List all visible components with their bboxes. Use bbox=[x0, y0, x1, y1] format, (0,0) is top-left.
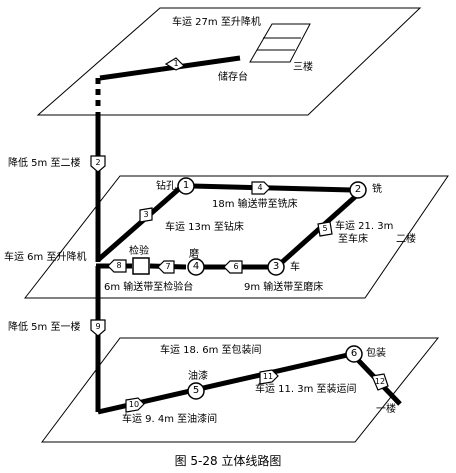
transport-12-arrow bbox=[371, 373, 389, 391]
operation-3 bbox=[267, 258, 285, 276]
label-pack: 包装 bbox=[366, 348, 386, 359]
path-drill-mill bbox=[191, 183, 353, 193]
transport-10-arrow bbox=[125, 397, 145, 413]
label-drill-hole: 钻孔 bbox=[156, 181, 176, 192]
label-mill: 铣 bbox=[372, 184, 382, 195]
transport-5-number: 5 bbox=[322, 224, 328, 233]
transport-9-number: 9 bbox=[95, 322, 101, 331]
transport-2-arrow bbox=[90, 155, 106, 173]
operation-5 bbox=[187, 382, 205, 400]
path-to-drill bbox=[96, 186, 182, 262]
path-mill-lathe bbox=[278, 194, 358, 266]
floor-label-third: 三楼 bbox=[293, 62, 313, 73]
transport-6-arrow bbox=[223, 260, 243, 274]
transport-6-number: 6 bbox=[233, 262, 239, 271]
second-floor-plane bbox=[23, 175, 449, 299]
transport-10-number: 10 bbox=[128, 400, 140, 409]
transport-11-number: 11 bbox=[262, 372, 274, 381]
operation-6-number: 6 bbox=[350, 348, 358, 359]
transport-9-arrow bbox=[90, 319, 106, 337]
transport-3-number: 3 bbox=[143, 210, 149, 219]
operation-1-number: 1 bbox=[182, 180, 190, 191]
label-storage: 储存台 bbox=[218, 72, 248, 83]
operation-4-number: 4 bbox=[192, 261, 200, 272]
operation-6 bbox=[345, 345, 363, 363]
label-inspect: 检验 bbox=[129, 246, 149, 257]
transport-8-number: 8 bbox=[116, 261, 122, 270]
floor-label-second: 二楼 bbox=[396, 234, 416, 245]
label-to-lathe: 至车床 bbox=[338, 234, 368, 245]
figure-caption: 图 5-28 立体线路图 bbox=[174, 454, 282, 468]
path-third-floor bbox=[99, 55, 241, 81]
transport-3-arrow bbox=[139, 207, 153, 223]
transport-7-arrow bbox=[157, 260, 175, 274]
label-cart-18m: 车运 18. 6m 至包装间 bbox=[160, 345, 262, 356]
label-conveyor-6m: 6m 输送带至检验台 bbox=[104, 282, 194, 293]
label-conveyor-18m: 18m 输送带至铣床 bbox=[212, 199, 298, 210]
transport-4-number: 4 bbox=[257, 183, 263, 192]
transport-4-arrow bbox=[251, 181, 271, 195]
label-lathe: 车 bbox=[290, 262, 300, 273]
operation-2-number: 2 bbox=[354, 184, 362, 195]
operation-5-number: 5 bbox=[192, 385, 200, 396]
label-cart-13m: 车运 13m 至钻床 bbox=[165, 222, 244, 233]
operation-1 bbox=[177, 177, 195, 195]
operation-3-number: 3 bbox=[272, 261, 280, 272]
floor-label-first: 一楼 bbox=[376, 404, 396, 415]
label-cart-11m: 车运 11. 3m 至装运间 bbox=[255, 384, 357, 395]
label-lower-5m-first: 降低 5m 至一楼 bbox=[8, 322, 81, 333]
transport-8-arrow bbox=[107, 259, 127, 273]
storage-rack-icon bbox=[249, 23, 311, 63]
transport-1-arrow bbox=[164, 57, 186, 71]
label-conveyor-9m: 9m 输送带至磨床 bbox=[244, 282, 324, 293]
operation-2 bbox=[349, 181, 367, 199]
transport-5-arrow bbox=[317, 221, 333, 237]
label-paint: 油漆 bbox=[188, 371, 208, 382]
label-cart-6m: 车运 6m 至升降机 bbox=[4, 252, 87, 263]
transport-11-arrow bbox=[259, 369, 279, 385]
label-cart-9m: 车运 9. 4m 至油漆间 bbox=[122, 414, 218, 425]
label-cart-27m: 车运 27m 至升降机 bbox=[172, 17, 261, 28]
first-floor-plane bbox=[41, 337, 440, 443]
label-cart-21m: 车运 21. 3m bbox=[335, 221, 394, 232]
label-grind: 磨 bbox=[189, 249, 199, 260]
label-lower-5m-second: 降低 5m 至二楼 bbox=[8, 158, 81, 169]
transport-7-number: 7 bbox=[165, 262, 171, 271]
third-floor-plane bbox=[36, 7, 422, 116]
transport-2-number: 2 bbox=[95, 158, 101, 167]
inspection-square bbox=[132, 257, 150, 275]
operation-4 bbox=[187, 258, 205, 276]
transport-1-number: 1 bbox=[173, 59, 179, 68]
transport-12-number: 12 bbox=[374, 377, 386, 386]
